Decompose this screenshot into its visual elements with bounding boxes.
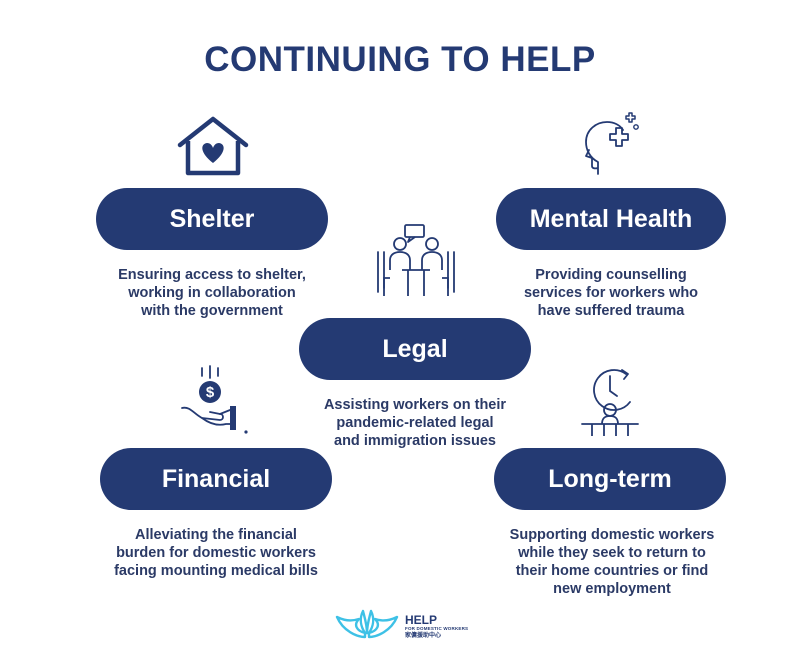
shelter-description: Ensuring access to shelter, working in c… xyxy=(118,267,306,319)
logo-chinese-text: 家傭援助中心 xyxy=(405,632,442,639)
financial-label: Financial xyxy=(161,464,271,493)
legal-description: Assisting workers on their pandemic-rela… xyxy=(323,397,507,449)
financial-pill: Financial xyxy=(100,448,332,510)
mental-health-pill: Mental Health xyxy=(496,188,726,250)
wings-logo-icon xyxy=(335,607,399,646)
mental-health-description: Providing counselling services for worke… xyxy=(523,267,699,319)
long-term-description: Supporting domestic workers while they s… xyxy=(509,527,715,597)
financial-description: Alleviating the financial burden for dom… xyxy=(114,527,318,579)
logo-main-text: HELP xyxy=(405,612,438,627)
mental-health-label: Mental Health xyxy=(529,204,693,233)
long-term-pill: Long-term xyxy=(494,448,726,510)
house-heart-icon xyxy=(176,115,250,177)
long-term-label: Long-term xyxy=(548,464,672,493)
help-logo: HELP FOR DOMESTIC WORKERS 家傭援助中心 xyxy=(335,607,468,646)
svg-text:$: $ xyxy=(206,384,215,401)
legal-pill: Legal xyxy=(299,318,531,380)
page-title: CONTINUING TO HELP xyxy=(204,40,596,79)
shelter-label: Shelter xyxy=(169,204,255,233)
hand-dollar-coin-icon: $ xyxy=(180,364,252,438)
head-medical-cross-icon xyxy=(580,112,640,178)
legal-label: Legal xyxy=(382,334,448,363)
logo-sub-text: FOR DOMESTIC WORKERS xyxy=(405,625,469,631)
shelter-pill: Shelter xyxy=(96,188,328,250)
person-clock-icon xyxy=(580,366,642,438)
meeting-consultation-icon xyxy=(374,222,458,302)
